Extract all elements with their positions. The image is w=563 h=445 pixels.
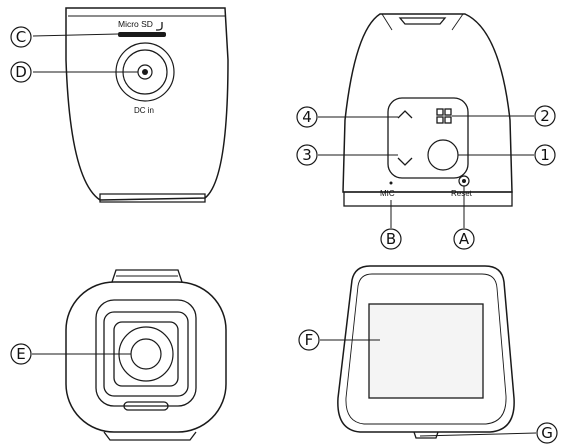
callout-b-circle [380, 228, 402, 250]
micro-sd-icon [156, 22, 163, 31]
reset-label: Reset [451, 189, 473, 198]
micro-sd-slot [118, 32, 166, 37]
callout-2-circle [534, 105, 556, 127]
reset-button-dot [462, 179, 466, 183]
screen-view-bezel [345, 273, 507, 425]
callout-e-text: E [16, 345, 25, 363]
button-down-arrow[interactable] [397, 157, 413, 166]
front-view: E [10, 269, 227, 441]
button-panel [387, 97, 469, 179]
lens-housing-outer [95, 299, 197, 407]
callout-4-circle [296, 106, 318, 128]
callout-c-text: C [16, 28, 26, 46]
lens-glass [130, 338, 162, 370]
callout-d-circle [10, 61, 32, 83]
mic-hole [389, 181, 393, 185]
button-up-arrow[interactable] [397, 110, 413, 119]
front-view-top-tab [111, 269, 183, 283]
micro-sd-label: Micro SD [118, 19, 153, 29]
callout-e-circle [10, 343, 32, 365]
screen-view: F G [298, 265, 558, 444]
back-view-base [343, 191, 513, 207]
callout-3-circle [296, 144, 318, 166]
callout-f-text: F [305, 331, 314, 349]
callout-g-leader [419, 432, 537, 437]
back-view: MIC Reset 4 3 2 1 B A [296, 13, 556, 250]
side-view: Micro SD DC in C D [10, 7, 229, 203]
mic-label: MIC [380, 189, 395, 198]
front-view-vent [123, 401, 169, 411]
callout-c-leader [32, 33, 119, 37]
callout-a-circle [453, 228, 475, 250]
button-menu-grid-icon[interactable] [436, 108, 452, 124]
back-view-top-ridge-right [451, 13, 464, 31]
button-ok-round[interactable] [427, 139, 459, 171]
dc-in-pin [142, 69, 148, 75]
callout-a-text: A [459, 230, 470, 248]
lcd-screen [368, 303, 484, 399]
callout-2-text: 2 [540, 107, 550, 125]
callout-3-text: 3 [302, 146, 312, 164]
back-view-body [342, 13, 513, 193]
front-view-bottom-tab [103, 431, 197, 441]
callout-g-circle [536, 422, 558, 444]
callout-1-circle [534, 144, 556, 166]
screen-view-bottom-notch [413, 431, 439, 439]
callout-4-text: 4 [302, 108, 312, 126]
callout-g-text: G [541, 424, 553, 442]
callout-d-text: D [15, 63, 27, 81]
callout-c-circle [10, 26, 32, 48]
back-view-top-slot [398, 17, 447, 25]
callout-f-circle [298, 329, 320, 351]
callout-b-text: B [386, 230, 396, 248]
back-view-top-ridge-left [381, 13, 393, 31]
side-view-bottom-lip [99, 193, 206, 203]
callout-1-text: 1 [540, 146, 550, 164]
dc-in-label: DC in [134, 106, 154, 115]
